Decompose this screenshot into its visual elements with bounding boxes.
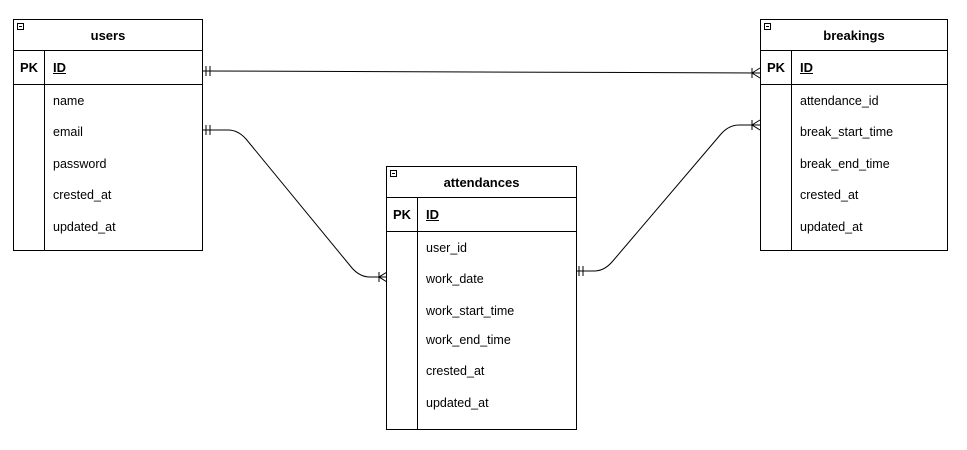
attribute-updated-at[interactable]: updated_at [53, 220, 116, 234]
collapse-icon[interactable] [390, 170, 397, 177]
attribute-updated-at[interactable]: updated_at [426, 396, 489, 410]
entity-title: users [90, 27, 126, 43]
relationship-users-breakings[interactable] [202, 70, 761, 74]
attribute-user-id[interactable]: user_id [426, 241, 467, 255]
key-divider [417, 198, 418, 231]
pk-field: ID [426, 207, 439, 222]
attribute-work-date[interactable]: work_date [426, 272, 484, 286]
attribute-email[interactable]: email [53, 125, 83, 139]
entity-header[interactable]: attendances [387, 167, 576, 198]
entity-users[interactable]: users PK ID name email password crested_… [13, 19, 203, 251]
primary-key-row[interactable]: PK ID [761, 51, 947, 85]
cardinality-one-many-attendances [378, 271, 388, 283]
attribute-crested-at[interactable]: crested_at [53, 188, 112, 202]
entity-title: attendances [443, 174, 520, 190]
collapse-icon[interactable] [764, 23, 771, 30]
attribute-attendance-id[interactable]: attendance_id [800, 94, 879, 108]
attribute-break-start-time[interactable]: break_start_time [800, 125, 894, 139]
key-divider [44, 51, 45, 84]
cardinality-one-only-users-id [205, 66, 211, 76]
cardinality-one-many-breakings-attendance [751, 119, 761, 131]
attribute-crested-at[interactable]: crested_at [800, 188, 859, 202]
attribute-password[interactable]: password [53, 157, 107, 171]
relationship-users-attendances[interactable] [203, 129, 387, 278]
pk-field: ID [800, 60, 813, 75]
pk-label: PK [19, 60, 39, 75]
pk-label: PK [766, 60, 786, 75]
collapse-icon[interactable] [17, 23, 24, 30]
key-divider [791, 51, 792, 84]
attribute-break-end-time[interactable]: break_end_time [800, 157, 890, 171]
cardinality-one-only-attendances [578, 266, 584, 276]
attribute-work-end-time[interactable]: work_end_time [426, 333, 511, 347]
entity-header[interactable]: users [14, 20, 202, 51]
entity-title: breakings [823, 27, 885, 43]
entity-breakings[interactable]: breakings PK ID attendance_id break_star… [760, 19, 948, 251]
entity-attendances[interactable]: attendances PK ID user_id work_date work… [386, 166, 577, 430]
attribute-work-start-time[interactable]: work_start_time [426, 304, 515, 318]
pk-label: PK [392, 207, 412, 222]
key-divider [417, 232, 418, 429]
attribute-updated-at[interactable]: updated_at [800, 220, 863, 234]
cardinality-one-many-breakings-id [751, 67, 761, 79]
relationship-attendances-breakings[interactable] [576, 124, 760, 272]
key-divider [44, 85, 45, 250]
key-divider [791, 85, 792, 250]
primary-key-row[interactable]: PK ID [387, 198, 576, 232]
attribute-name[interactable]: name [53, 94, 85, 108]
attribute-crested-at[interactable]: crested_at [426, 364, 485, 378]
pk-field: ID [53, 60, 66, 75]
entity-header[interactable]: breakings [761, 20, 947, 51]
primary-key-row[interactable]: PK ID [14, 51, 202, 85]
cardinality-one-only-users-email [205, 125, 211, 135]
